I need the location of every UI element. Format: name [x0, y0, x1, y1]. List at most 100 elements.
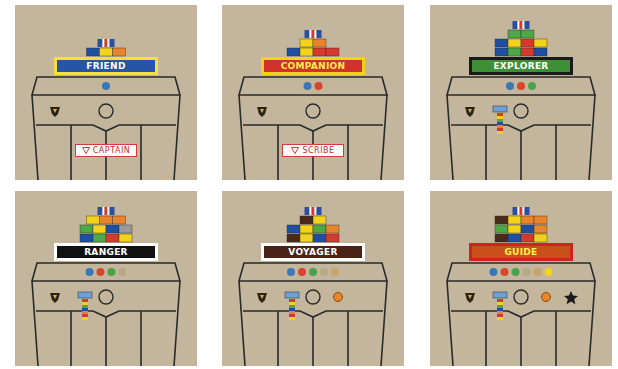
service-ribbon [508, 39, 521, 47]
flag-ribbon [98, 39, 115, 47]
rank-pin [490, 268, 498, 276]
service-ribbon [287, 234, 300, 242]
role-name: CAPTAIN [93, 146, 130, 155]
service-ribbon [300, 48, 313, 56]
flag-ribbon [305, 30, 322, 38]
star-badge [564, 291, 578, 304]
service-ribbon [495, 216, 508, 224]
rank-name: EXPLORER [493, 61, 548, 71]
service-ribbon [87, 216, 100, 224]
flower-badge [542, 293, 551, 302]
flag-ribbon [513, 21, 530, 29]
service-ribbon [326, 48, 339, 56]
flag-ribbon [305, 207, 322, 215]
uniform-shirt [15, 5, 197, 180]
service-ribbon [287, 225, 300, 233]
service-ribbon [93, 225, 106, 233]
service-ribbon [313, 48, 326, 56]
service-ribbon [313, 216, 326, 224]
service-ribbon [106, 225, 119, 233]
rank-pin [545, 268, 553, 276]
service-ribbon [534, 48, 547, 56]
rank-pin [523, 268, 531, 276]
service-ribbon [93, 234, 106, 242]
service-ribbon [119, 234, 132, 242]
cord-badge [493, 106, 507, 134]
service-ribbon [326, 225, 339, 233]
service-ribbon [521, 48, 534, 56]
service-ribbon [521, 234, 534, 242]
service-ribbon [521, 216, 534, 224]
name-plate: FRIEND [54, 57, 158, 75]
name-plate: VOYAGER [261, 243, 365, 261]
service-ribbon [508, 48, 521, 56]
service-ribbon [534, 225, 547, 233]
rank-pin [287, 268, 295, 276]
service-ribbon [495, 48, 508, 56]
rank-pin [506, 82, 514, 90]
rank-pin [534, 268, 542, 276]
flower-badge [334, 293, 343, 302]
rank-pin [108, 268, 116, 276]
service-ribbon [534, 39, 547, 47]
role-badge: SCRIBE [282, 144, 344, 157]
rank-pin [331, 268, 339, 276]
name-plate: GUIDE [469, 243, 573, 261]
rank-pin [119, 268, 127, 276]
service-ribbon [495, 39, 508, 47]
uniform-shirt [15, 191, 197, 366]
role-name: SCRIBE [302, 146, 334, 155]
service-ribbon [495, 225, 508, 233]
service-ribbon [534, 216, 547, 224]
rank-pin [309, 268, 317, 276]
rank-name: GUIDE [504, 247, 537, 257]
uniform-shirt [222, 191, 404, 366]
service-ribbon [521, 225, 534, 233]
rank-pin [517, 82, 525, 90]
uniform-shirt [430, 5, 612, 180]
service-ribbon [113, 216, 126, 224]
service-ribbon [80, 225, 93, 233]
rank-name: RANGER [84, 247, 128, 257]
service-ribbon [508, 30, 521, 38]
service-ribbon [300, 216, 313, 224]
rank-pin [304, 82, 312, 90]
rank-pin [315, 82, 323, 90]
service-ribbon [534, 234, 547, 242]
rank-pin [501, 268, 509, 276]
rank-pin [528, 82, 536, 90]
name-plate: EXPLORER [469, 57, 573, 75]
triangle-icon [291, 147, 299, 154]
service-ribbon [287, 48, 300, 56]
service-ribbon [508, 216, 521, 224]
rank-pin [320, 268, 328, 276]
service-ribbon [300, 225, 313, 233]
service-ribbon [313, 234, 326, 242]
service-ribbon [100, 216, 113, 224]
service-ribbon [326, 234, 339, 242]
service-ribbon [521, 30, 534, 38]
service-ribbon [313, 39, 326, 47]
role-badge: CAPTAIN [75, 144, 137, 157]
rank-pin [298, 268, 306, 276]
service-ribbon [87, 48, 100, 56]
flag-ribbon [98, 207, 115, 215]
cord-badge [285, 292, 299, 320]
cord-badge [493, 292, 507, 320]
service-ribbon [313, 225, 326, 233]
flag-ribbon [513, 207, 530, 215]
uniform-shirt [222, 5, 404, 180]
name-plate: RANGER [54, 243, 158, 261]
service-ribbon [119, 225, 132, 233]
service-ribbon [300, 234, 313, 242]
service-ribbon [495, 234, 508, 242]
rank-pin [97, 268, 105, 276]
service-ribbon [113, 48, 126, 56]
service-ribbon [508, 225, 521, 233]
name-plate: COMPANION [261, 57, 365, 75]
rank-pin [86, 268, 94, 276]
service-ribbon [80, 234, 93, 242]
rank-pin [512, 268, 520, 276]
cord-badge [78, 292, 92, 320]
rank-name: VOYAGER [288, 247, 337, 257]
